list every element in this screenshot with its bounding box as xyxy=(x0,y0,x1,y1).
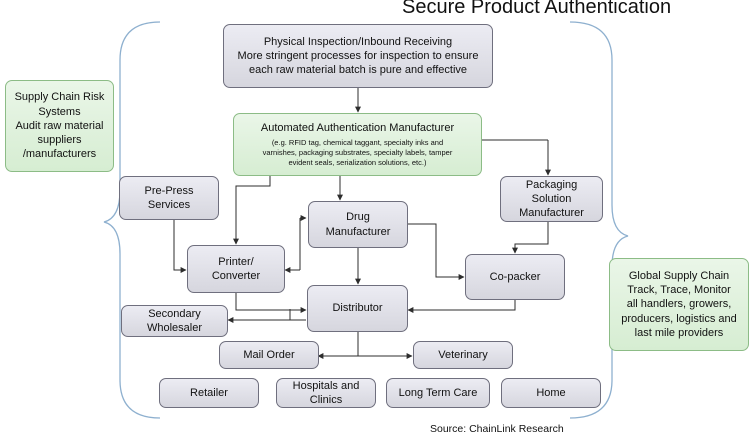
retailer-box: Retailer xyxy=(159,378,259,408)
track-trace-note: Global Supply Chain Track, Trace, Monito… xyxy=(609,258,749,351)
distributor-box: Distributor xyxy=(307,285,408,332)
risk-systems-note: Supply Chain Risk Systems Audit raw mate… xyxy=(5,80,114,172)
co-packer-box: Co-packer xyxy=(465,254,565,300)
home-box: Home xyxy=(501,378,601,408)
authentication-manufacturer-box: Automated Authentication Manufacturer (e… xyxy=(233,113,482,176)
source-credit: Source: ChainLink Research xyxy=(430,423,564,435)
printer-converter-box: Printer/Converter xyxy=(187,245,285,293)
mail-order-box: Mail Order xyxy=(219,341,319,369)
braces xyxy=(103,21,629,419)
long-term-care-box: Long Term Care xyxy=(386,378,490,408)
diagram-title: Secure Product Authentication xyxy=(402,0,672,18)
veterinary-box: Veterinary xyxy=(413,341,513,369)
physical-inspection-box: Physical Inspection/Inbound Receiving Mo… xyxy=(223,24,493,88)
